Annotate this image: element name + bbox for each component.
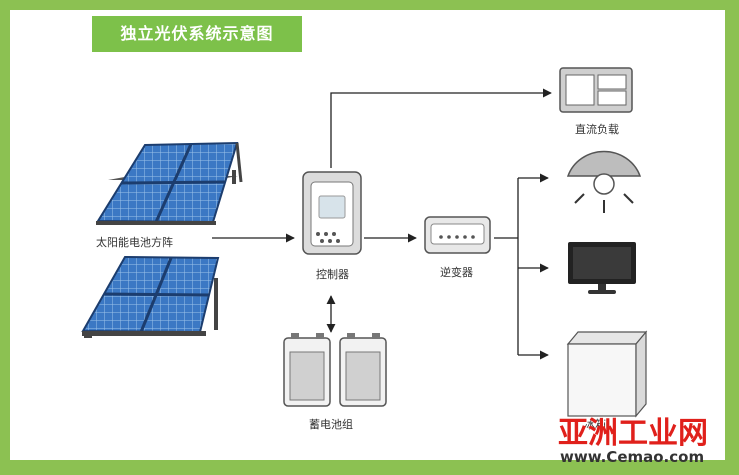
dc-load-label: 直流负载 bbox=[575, 122, 619, 136]
watermark-logo: 亚洲工业网 www.Cemao.com bbox=[550, 408, 735, 470]
arrow-controller-to-dc-load bbox=[330, 88, 552, 168]
dc-load-icon bbox=[559, 67, 633, 113]
battery-label: 蓄电池组 bbox=[309, 417, 353, 431]
inverter-icon bbox=[424, 216, 491, 254]
connections bbox=[212, 88, 552, 360]
solar-panel-upper-icon bbox=[96, 141, 243, 225]
solar-array-label: 太阳能电池方阵 bbox=[96, 235, 173, 249]
controller-label: 控制器 bbox=[316, 267, 349, 281]
tv-icon bbox=[568, 242, 636, 294]
lamp-icon bbox=[566, 150, 642, 213]
diagram-title: 独立光伏系统示意图 bbox=[92, 16, 302, 52]
battery-bank-icon bbox=[283, 333, 387, 407]
watermark-url: www.Cemao.com bbox=[560, 448, 705, 466]
refrigerator-icon bbox=[566, 330, 648, 418]
controller-icon bbox=[302, 171, 362, 255]
watermark-brand: 亚洲工业网 bbox=[558, 416, 708, 451]
fridge-label: 冰箱 bbox=[584, 417, 606, 431]
solar-panel-lower-icon bbox=[81, 255, 220, 338]
inverter-label: 逆变器 bbox=[440, 265, 473, 279]
